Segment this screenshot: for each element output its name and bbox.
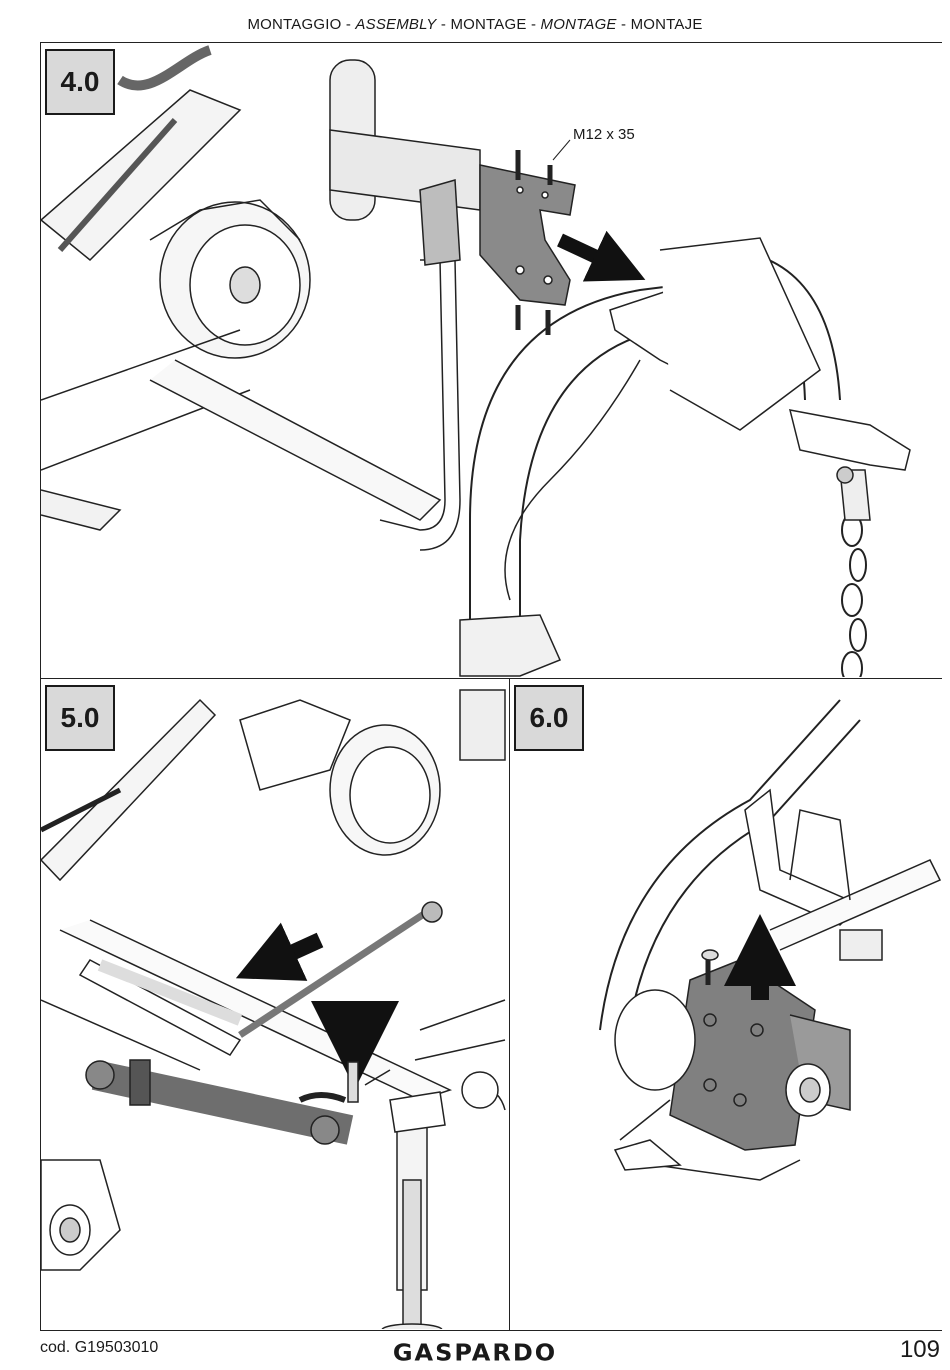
document-code: cod. G19503010 [40,1339,159,1356]
header-rule [40,42,942,43]
bolt-spec-callout: M12 x 35 [573,126,635,143]
step-badge-5: 5.0 [45,685,115,751]
page-number: 109 [899,1336,940,1363]
header-fr: MONTAGE [450,16,527,33]
header-en: ASSEMBLY [355,16,437,33]
panel-divider-vertical [509,679,510,1330]
header-es: MONTAJE [630,16,703,33]
page-header: MONTAGGIO - ASSEMBLY - MONTAGE - MONTAGE… [247,16,703,33]
step-badge-4: 4.0 [45,49,115,115]
header-it: MONTAGGIO [247,16,342,33]
brand-logo: GASPARDO [392,1339,558,1367]
header-de: MONTAGE [540,16,617,33]
left-page-border [40,43,41,1330]
step-badge-6: 6.0 [514,685,584,751]
panel-divider-horizontal [40,678,942,679]
footer-rule [40,1330,942,1331]
